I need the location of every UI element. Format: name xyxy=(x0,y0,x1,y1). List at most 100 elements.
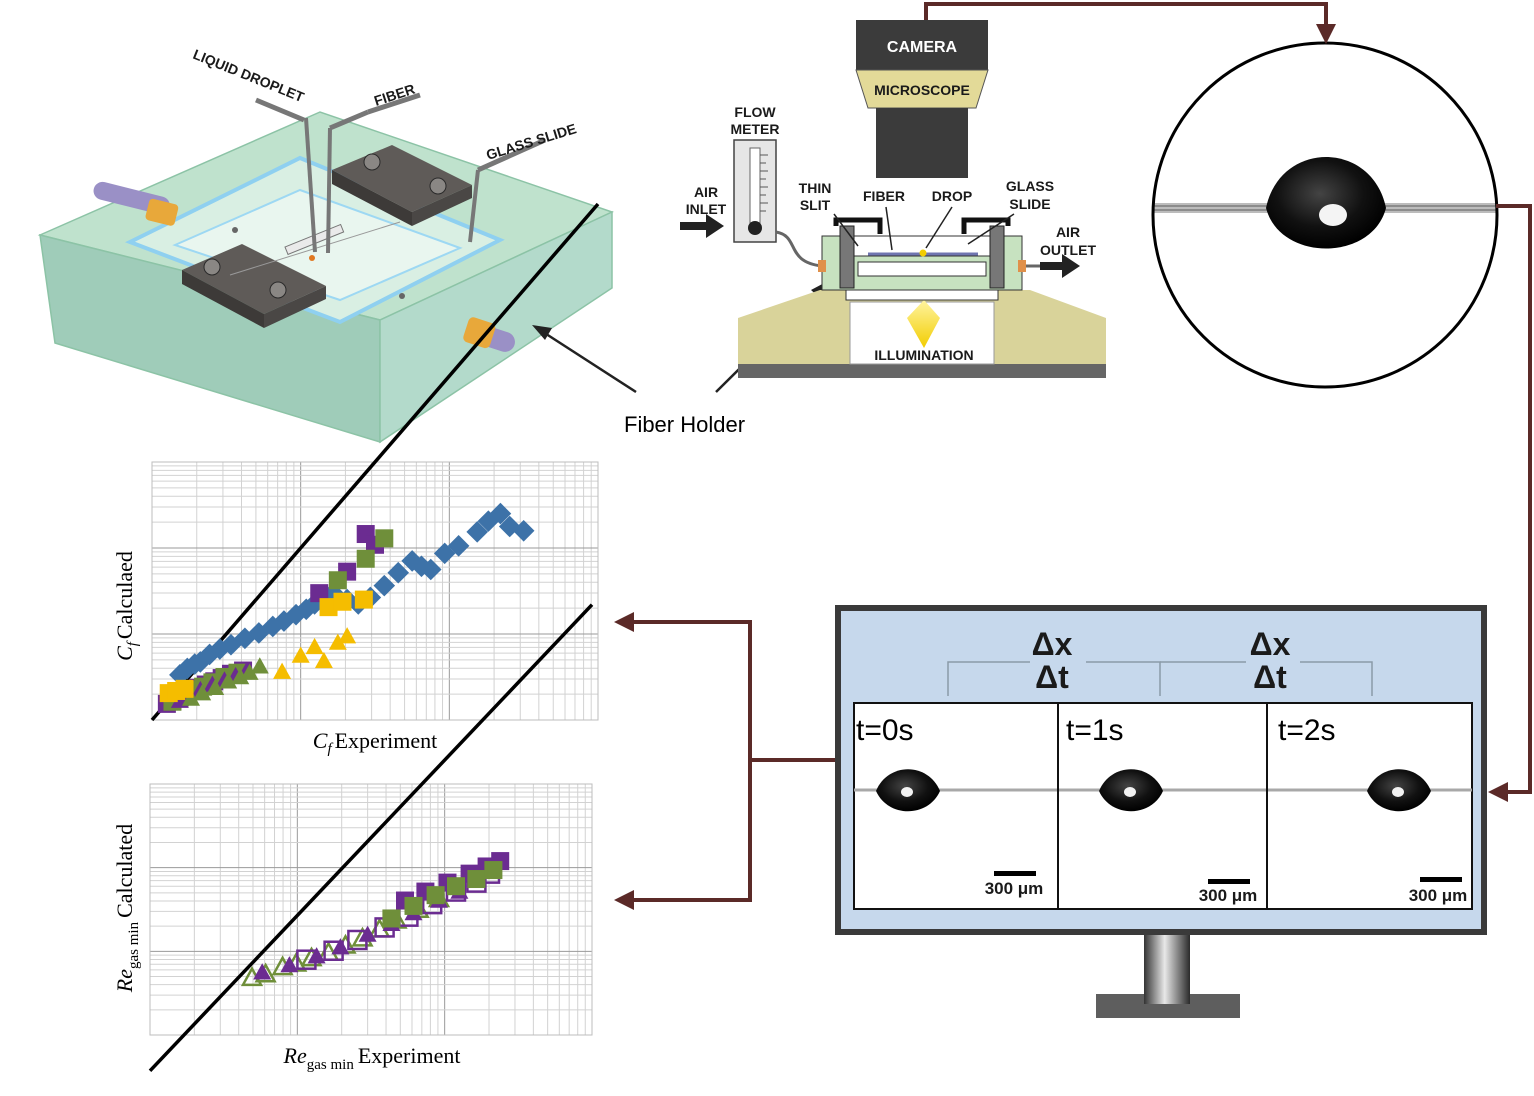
cf-chart-point xyxy=(419,558,442,581)
re-y-axis-label: Regas min Calculated xyxy=(112,824,142,993)
frame3-scalebar: 300 μm xyxy=(1409,886,1468,905)
fiber-label: FIBER xyxy=(863,188,905,204)
re-y-symbol: Re xyxy=(112,969,137,993)
cf-chart-point xyxy=(338,627,357,644)
cf-y-label-text: Calculaed xyxy=(112,551,137,639)
cf-chart-point xyxy=(356,549,375,568)
cf-chart-point xyxy=(273,662,292,679)
label-liquid-droplet: LIQUID DROPLET xyxy=(191,46,307,105)
re-chart-point xyxy=(447,877,465,896)
cf-chart-point xyxy=(314,651,333,669)
re-chart-point xyxy=(426,886,445,905)
camera-label: CAMERA xyxy=(887,39,958,56)
cf-y-subscript: f xyxy=(125,640,141,646)
air-outlet-label-2: OUTLET xyxy=(1040,242,1096,258)
illumination-label: ILLUMINATION xyxy=(874,347,973,363)
cf-parity-line xyxy=(150,202,600,722)
cf-chart-point xyxy=(219,672,238,689)
re-chart-point xyxy=(253,963,272,980)
cf-chart-point xyxy=(333,592,352,611)
re-chart-point xyxy=(280,956,299,973)
re-chart-point xyxy=(296,949,317,970)
air-inlet-arrow xyxy=(680,214,724,238)
cf-chart-point xyxy=(498,515,521,538)
re-parity-line xyxy=(148,603,594,1073)
cf-chart-point xyxy=(328,633,347,650)
re-chart-point xyxy=(484,861,503,880)
ratio1-bottom: Δt xyxy=(1035,659,1069,695)
cf-chart-point xyxy=(354,590,373,609)
thin-slit-label-2: SLIT xyxy=(800,197,831,213)
cf-x-label-text: Experiment xyxy=(335,728,438,753)
cf-chart-point xyxy=(387,561,410,584)
cf-chart-parity-line xyxy=(150,202,600,722)
cf-y-axis-label: CfCalculaed xyxy=(112,551,141,661)
cf-chart-point xyxy=(489,502,512,525)
frame2-time: t=1s xyxy=(1066,714,1124,747)
cf-chart-point xyxy=(375,529,394,548)
cf-chart-point xyxy=(447,535,470,557)
cf-chart-point xyxy=(291,646,310,663)
cf-chart-point xyxy=(319,598,338,617)
flow-connectors xyxy=(614,2,1532,910)
re-chart-point xyxy=(382,909,401,928)
cf-chart-point xyxy=(477,510,500,532)
ratio2-top: Δx xyxy=(1250,626,1291,662)
cf-chart-point xyxy=(240,663,259,680)
cf-x-symbol: C xyxy=(313,728,328,753)
flow-cell-schematic: CAMERA MICROSCOPE FLOW METER AIR INLET I… xyxy=(680,20,1106,378)
cf-chart-point xyxy=(433,542,456,565)
label-glass-slide-3d: GLASS SLIDE xyxy=(484,120,578,163)
frame-droplet-1 xyxy=(876,769,940,812)
air-outlet-label-1: AIR xyxy=(1056,224,1080,240)
re-x-subscript: gas min xyxy=(307,1057,355,1073)
fiber-holder-label: Fiber Holder xyxy=(624,412,745,437)
re-chart-point xyxy=(331,938,350,955)
cf-chart-point xyxy=(206,678,225,695)
cf-chart-point xyxy=(466,521,489,543)
glass-slide-label-2: SLIDE xyxy=(1009,196,1050,212)
air-outlet-arrow xyxy=(1040,254,1080,278)
ratio2-bottom: Δt xyxy=(1253,659,1287,695)
cf-chart-point xyxy=(310,584,329,603)
glass-slide-label-1: GLASS xyxy=(1006,178,1054,194)
re-chart-parity-line xyxy=(148,603,594,1073)
microscope-label: MICROSCOPE xyxy=(874,82,970,98)
magnified-droplet-view xyxy=(1151,41,1499,389)
frame1-scalebar: 300 μm xyxy=(985,879,1044,898)
cf-chart-point xyxy=(250,657,269,674)
cf-chart-point xyxy=(512,520,535,542)
cf-data-points xyxy=(157,502,535,713)
enclosure-3d-illustration: LIQUID DROPLET FIBER GLASS SLIDE xyxy=(37,46,615,444)
cf-chart-point xyxy=(176,657,199,680)
cf-chart-point xyxy=(175,679,194,698)
frame2-scalebar: 300 μm xyxy=(1199,886,1258,905)
frame-droplet-3 xyxy=(1367,769,1431,812)
re-y-label-text: Calculated xyxy=(112,824,137,918)
frame3-time: t=2s xyxy=(1278,714,1336,747)
frame1-time: t=0s xyxy=(856,714,914,747)
cf-chart-point xyxy=(328,571,347,590)
air-inlet-label-2: INLET xyxy=(686,201,727,217)
ratio1-top: Δx xyxy=(1032,626,1073,662)
re-x-label-text: Experiment xyxy=(358,1043,461,1068)
re-chart-point xyxy=(347,929,368,951)
frame-droplet-2 xyxy=(1099,769,1163,812)
cf-x-subscript: f xyxy=(327,741,333,757)
cf-y-symbol: C xyxy=(112,646,137,661)
re-chart-point xyxy=(323,940,344,961)
cf-chart-point xyxy=(373,574,396,597)
re-data-points xyxy=(240,852,510,987)
air-inlet-label-1: AIR xyxy=(694,184,718,200)
drop-label: DROP xyxy=(932,188,972,204)
re-chart-point xyxy=(467,870,486,889)
monitor-display: Δx Δt Δx Δt t=0s t=1s t=2s 30 xyxy=(835,605,1487,1018)
flow-meter-label-1: FLOW xyxy=(734,104,776,120)
re-chart-point xyxy=(404,896,423,915)
re-y-subscript: gas min xyxy=(126,921,142,969)
